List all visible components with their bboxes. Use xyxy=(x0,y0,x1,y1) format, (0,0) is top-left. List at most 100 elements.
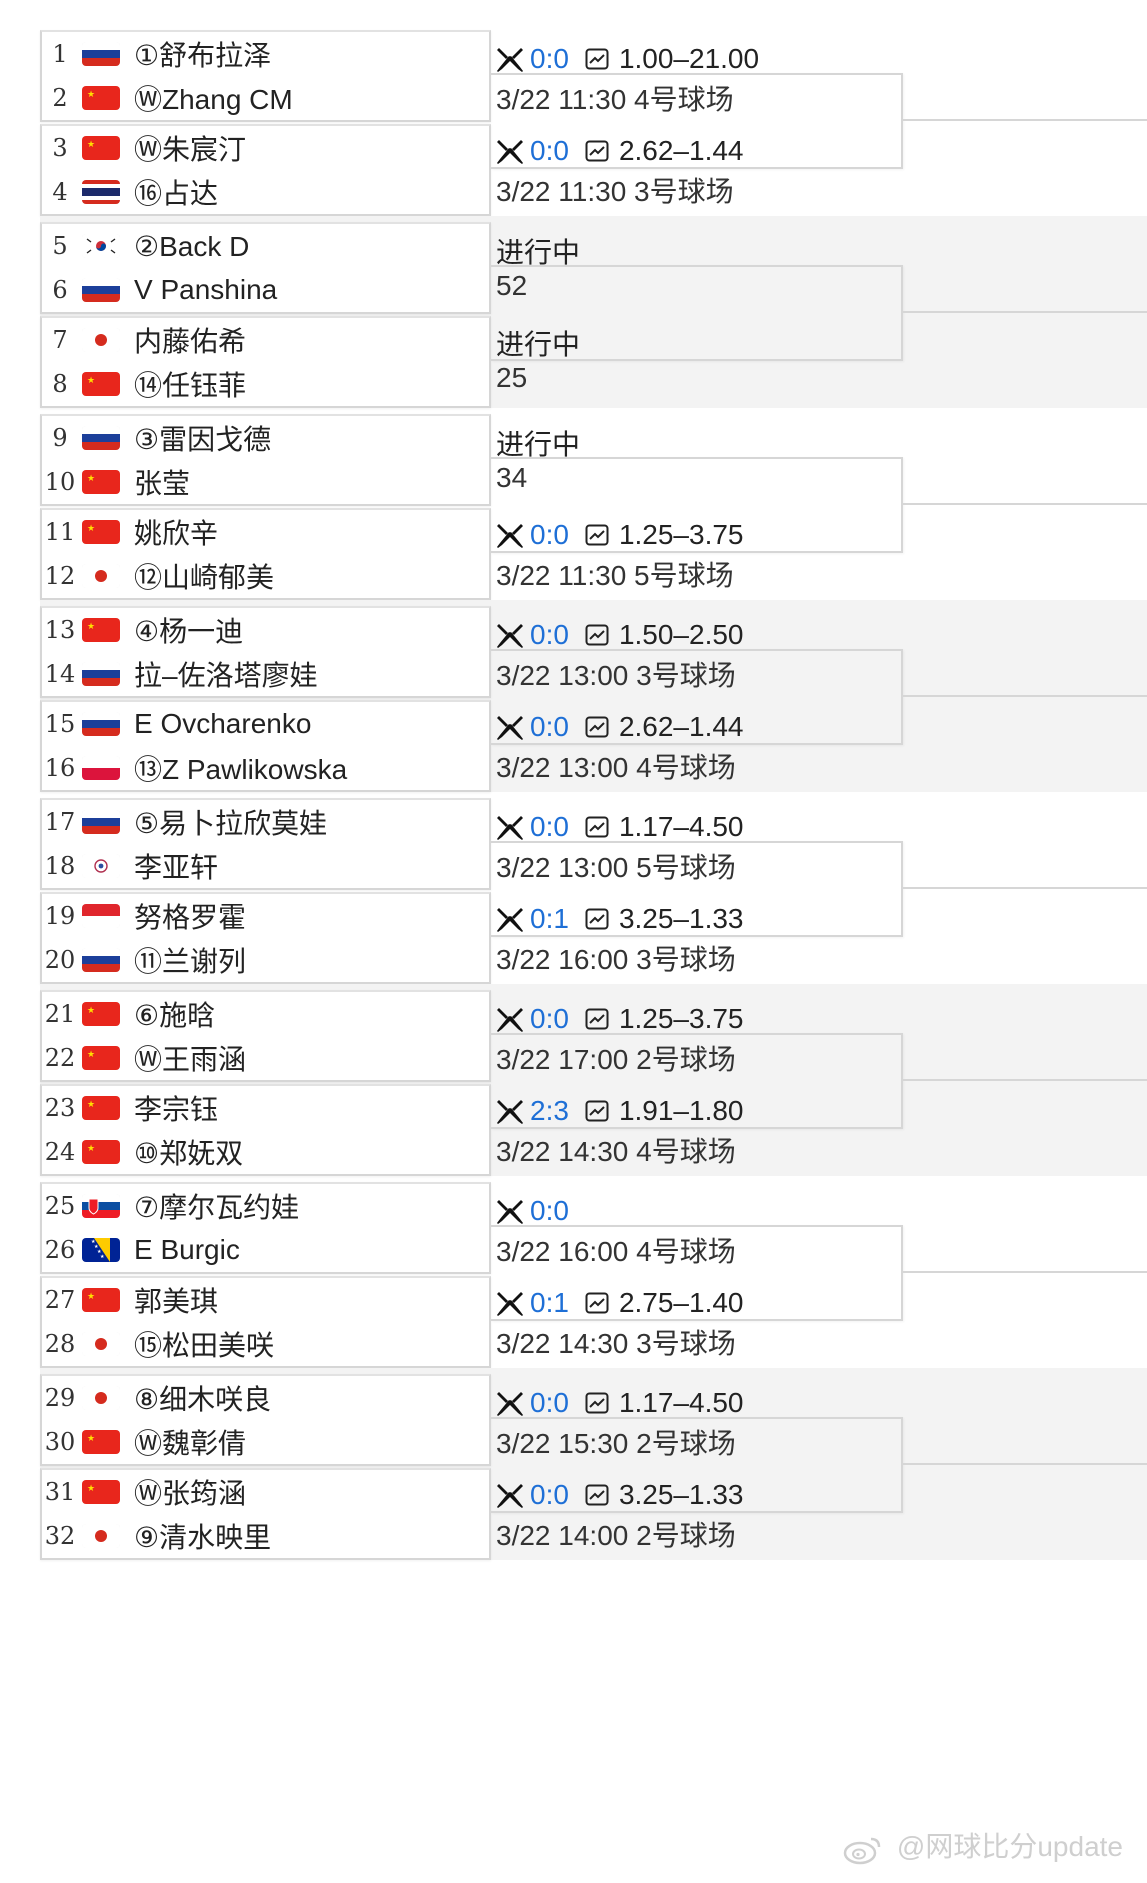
player-name: 努格罗霍 xyxy=(134,902,247,933)
player-row[interactable]: 24 ★ ⑩郑妩双 xyxy=(42,1130,489,1174)
player-row[interactable]: 17 ⑤易卜拉欣莫娃 xyxy=(42,800,489,844)
player-row[interactable]: 9 ③雷因戈德 xyxy=(42,416,489,460)
match-odds[interactable]: 1.25–3.75 xyxy=(618,1003,744,1034)
match-score[interactable]: 0:0 xyxy=(530,711,569,742)
match-score[interactable]: 0:0 xyxy=(530,811,569,842)
bracket-connector xyxy=(491,73,903,169)
match-info[interactable]: 0:0 3/22 16:00 4号球场 xyxy=(496,1194,736,1270)
match-info[interactable]: 0:0 2.62–1.44 3/22 13:00 4号球场 xyxy=(496,710,744,786)
player-pair-box: 15 E Ovcharenko 16 ⑬Z Pawlikowska xyxy=(40,700,491,792)
match-odds[interactable]: 2.62–1.44 xyxy=(618,135,744,166)
draw-number: 10 xyxy=(44,468,76,496)
match-odds[interactable]: 1.00–21.00 xyxy=(618,43,760,74)
player-name: V Panshina xyxy=(134,274,278,305)
player-name: 张莹 xyxy=(134,468,191,499)
player-row[interactable]: 3 ★ Ⓦ朱宸汀 xyxy=(42,126,489,170)
player-row[interactable]: 20 ⑪兰谢列 xyxy=(42,938,489,982)
match-odds[interactable]: 1.17–4.50 xyxy=(618,811,744,842)
player-row[interactable]: 1 ①舒布拉泽 xyxy=(42,32,489,76)
match-score[interactable]: 0:1 xyxy=(530,903,569,934)
draw-number: 8 xyxy=(52,370,68,398)
match-info[interactable]: 进行中 25 xyxy=(496,326,580,394)
player-row[interactable]: 12 ⑫山崎郁美 xyxy=(42,554,489,598)
player-row[interactable]: 31 ★ Ⓦ张筠涵 xyxy=(42,1470,489,1514)
match-score[interactable]: 0:0 xyxy=(530,1195,569,1226)
match-info[interactable]: 进行中 34 xyxy=(496,426,580,494)
svg-text:★: ★ xyxy=(87,139,95,149)
match-odds[interactable]: 3.25–1.33 xyxy=(618,1479,744,1510)
player-row[interactable]: 8 ★ ⑭任钰菲 xyxy=(42,362,489,406)
match-score[interactable]: 2:3 xyxy=(530,1095,569,1126)
bracket-line xyxy=(903,503,1147,505)
match-odds[interactable]: 2.62–1.44 xyxy=(618,711,744,742)
match-odds[interactable]: 1.17–4.50 xyxy=(618,1387,744,1418)
player-row[interactable]: 4 ⑯占达 xyxy=(42,170,489,214)
draw-number: 24 xyxy=(44,1138,76,1166)
match-info[interactable]: 0:0 1.25–3.75 3/22 17:00 2号球场 xyxy=(496,1002,744,1078)
draw-number: 20 xyxy=(44,946,76,974)
japan-flag-icon xyxy=(82,1332,120,1356)
draw-number: 1 xyxy=(52,40,68,68)
player-row[interactable]: 28 ⑮松田美咲 xyxy=(42,1322,489,1366)
match-info[interactable]: 0:0 1.17–4.50 3/22 15:30 2号球场 xyxy=(496,1386,744,1462)
match-info[interactable]: 0:0 3.25–1.33 3/22 14:00 2号球场 xyxy=(496,1478,744,1554)
match-info[interactable]: 0:1 3.25–1.33 3/22 16:00 3号球场 xyxy=(496,902,744,978)
player-row[interactable]: 5 ②Back D xyxy=(42,224,489,268)
match-odds[interactable]: 1.91–1.80 xyxy=(618,1095,744,1126)
player-name: E Burgic xyxy=(134,1234,240,1265)
match-line-1: 2:3 1.91–1.80 xyxy=(496,1094,744,1128)
player-row[interactable]: 14 拉–佐洛塔廖娃 xyxy=(42,652,489,696)
crossed-rackets-icon xyxy=(497,1392,523,1416)
match-score[interactable]: 0:0 xyxy=(530,1387,569,1418)
match-score[interactable]: 0:0 xyxy=(530,1479,569,1510)
player-row[interactable]: 18 李亚轩 xyxy=(42,844,489,888)
player-row[interactable]: 23 ★ 李宗钰 xyxy=(42,1086,489,1130)
player-row[interactable]: 21 ★ ⑥施晗 xyxy=(42,992,489,1036)
player-row[interactable]: 15 E Ovcharenko xyxy=(42,702,489,746)
match-odds[interactable]: 1.50–2.50 xyxy=(618,619,744,650)
player-row[interactable]: 16 ⑬Z Pawlikowska xyxy=(42,746,489,790)
match-info[interactable]: 进行中 52 xyxy=(496,234,580,302)
player-row[interactable]: 6 V Panshina xyxy=(42,268,489,312)
player-row[interactable]: 26 ★★★★ E Burgic xyxy=(42,1228,489,1272)
match-score[interactable]: 0:0 xyxy=(530,135,569,166)
player-row[interactable]: 2 ★ ⓌZhang CM xyxy=(42,76,489,120)
player-row[interactable]: 32 ⑨清水映里 xyxy=(42,1514,489,1558)
player-pair-box: 19 努格罗霍 20 ⑪兰谢列 xyxy=(40,892,491,984)
match-odds[interactable]: 1.25–3.75 xyxy=(618,519,744,550)
player-row[interactable]: 7 内藤佑希 xyxy=(42,318,489,362)
match-score[interactable]: 0:0 xyxy=(530,519,569,550)
player-row[interactable]: 10 ★ 张莹 xyxy=(42,460,489,504)
player-row[interactable]: 30 ★ Ⓦ魏彰倩 xyxy=(42,1420,489,1464)
player-pair-box: 31 ★ Ⓦ张筠涵 32 ⑨清水映里 xyxy=(40,1468,491,1560)
match-info[interactable]: 0:0 1.25–3.75 3/22 11:30 5号球场 xyxy=(496,518,744,594)
match-info[interactable]: 0:0 2.62–1.44 3/22 11:30 3号球场 xyxy=(496,134,744,210)
match-info[interactable]: 0:0 1.17–4.50 3/22 13:00 5号球场 xyxy=(496,810,744,886)
player-row[interactable]: 22 ★ Ⓦ王雨涵 xyxy=(42,1036,489,1080)
player-row[interactable]: 13 ★ ④杨一迪 xyxy=(42,608,489,652)
match-info[interactable]: 0:0 1.00–21.00 3/22 11:30 4号球场 xyxy=(496,42,759,118)
match-line-2: 3/22 11:30 5号球场 xyxy=(496,560,734,591)
match-score[interactable]: 0:0 xyxy=(530,43,569,74)
match-line-2: 52 xyxy=(496,270,528,301)
crossed-rackets-icon xyxy=(497,1484,523,1508)
match-odds[interactable]: 3.25–1.33 xyxy=(618,903,744,934)
svg-text:★: ★ xyxy=(87,1143,95,1153)
player-pair-box: 5 ②Back D 6 V Panshina xyxy=(40,222,491,314)
player-row[interactable]: 19 努格罗霍 xyxy=(42,894,489,938)
match-score[interactable]: 0:1 xyxy=(530,1287,569,1318)
china-flag-icon: ★ xyxy=(82,1480,120,1504)
match-info[interactable]: 0:1 2.75–1.40 3/22 14:30 3号球场 xyxy=(496,1286,744,1362)
match-info[interactable]: 2:3 1.91–1.80 3/22 14:30 4号球场 xyxy=(496,1094,744,1170)
player-row[interactable]: 27 ★ 郭美琪 xyxy=(42,1278,489,1322)
taipei-flag-icon xyxy=(82,854,120,878)
player-row[interactable]: 11 ★ 姚欣辛 xyxy=(42,510,489,554)
player-row[interactable]: 25 ⑦摩尔瓦约娃 xyxy=(42,1184,489,1228)
russia-flag-icon xyxy=(82,810,120,834)
match-score[interactable]: 0:0 xyxy=(530,619,569,650)
player-name: 内藤佑希 xyxy=(134,326,247,357)
match-odds[interactable]: 2.75–1.40 xyxy=(618,1287,744,1318)
match-score[interactable]: 0:0 xyxy=(530,1003,569,1034)
player-row[interactable]: 29 ⑧细木咲良 xyxy=(42,1376,489,1420)
match-info[interactable]: 0:0 1.50–2.50 3/22 13:00 3号球场 xyxy=(496,618,744,694)
